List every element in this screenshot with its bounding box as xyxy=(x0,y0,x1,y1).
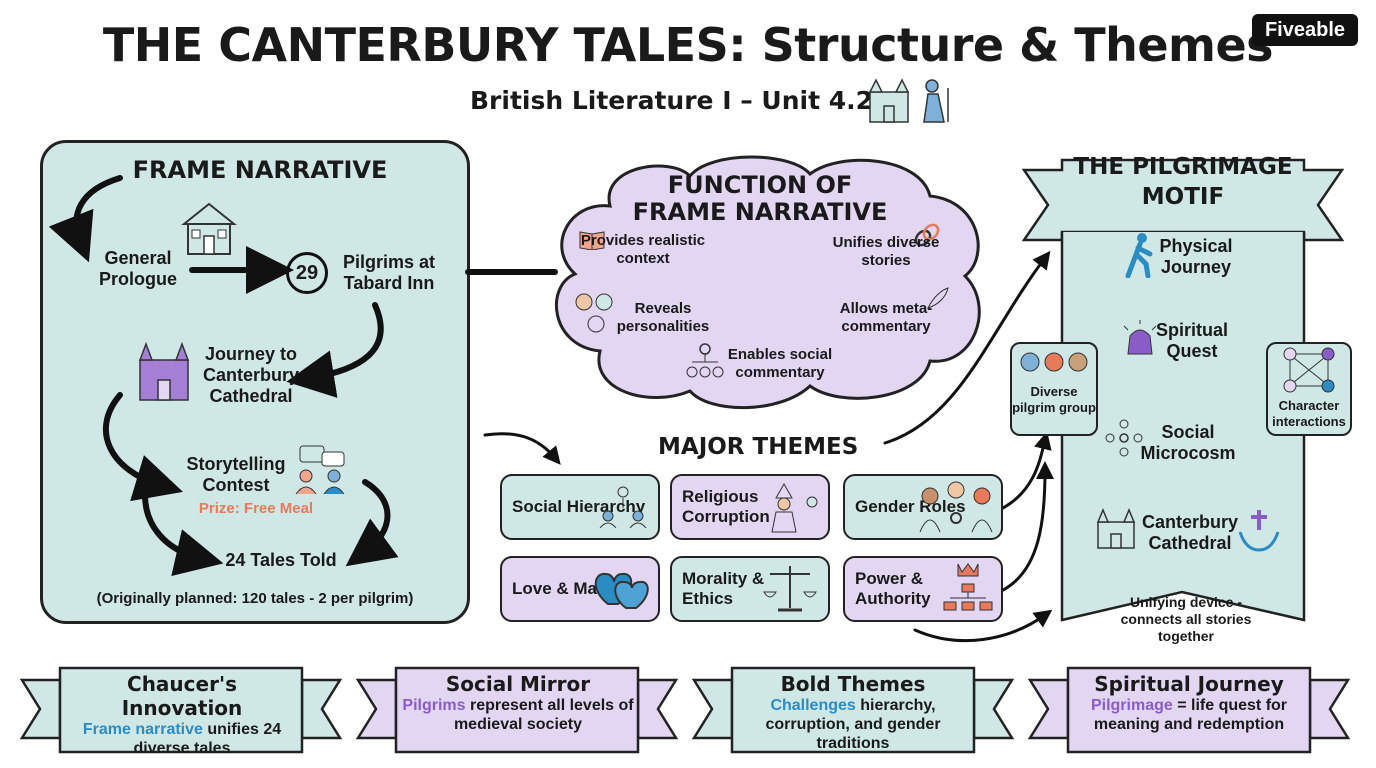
banner-innovation: Chaucer's Innovation Frame narrative uni… xyxy=(66,672,298,758)
bottom-banners xyxy=(19,666,1351,754)
function-title: FUNCTION OF FRAME NARRATIVE xyxy=(630,172,890,226)
interaction-network-icon xyxy=(1283,347,1335,393)
themes-title: MAJOR THEMES xyxy=(658,434,859,460)
banner-head: Social Mirror xyxy=(445,672,591,696)
fiveable-logo: Fiveable xyxy=(1252,14,1358,46)
character-interactions-label: Character interactions xyxy=(1272,398,1346,429)
hearts-icon xyxy=(594,572,649,609)
function-item-social: Enables social commentary xyxy=(727,346,833,381)
character-interactions-box xyxy=(1266,342,1352,436)
frame-narrative-title: FRAME NARRATIVE xyxy=(132,156,388,184)
siren-icon xyxy=(1123,320,1157,355)
crown-org-chart-icon xyxy=(943,563,993,611)
theme-label: Morality & Ethics xyxy=(682,569,765,608)
banner-body: Pilgrimage = life quest for meaning and … xyxy=(1090,697,1288,733)
page-title: THE CANTERBURY TALES: Structure & Themes xyxy=(102,18,1274,72)
theme-label: Religious Corruption xyxy=(682,487,770,526)
theme-gender-roles[interactable]: Gender Roles xyxy=(843,474,1003,540)
theme-label: Social Hierarchy xyxy=(512,497,646,516)
banner-head: Chaucer's Innovation xyxy=(121,672,243,720)
function-title-line1: FUNCTION OF xyxy=(667,171,853,199)
step-canterbury: Canterbury Cathedral xyxy=(1141,512,1239,553)
cathedral-small-icon xyxy=(1096,508,1136,549)
function-item-personalities: Reveals personalities xyxy=(616,300,710,335)
step-physical: Physical Journey xyxy=(1159,236,1233,277)
men-women-icon xyxy=(919,481,993,533)
pilgrim-count-badge: 29 xyxy=(286,252,328,294)
hierarchy-icon xyxy=(686,343,724,378)
diverse-group-label: Diverse pilgrim group xyxy=(1012,384,1096,415)
bishop-icon xyxy=(771,482,818,533)
pilgrimage-title-line2: MOTIF xyxy=(1141,184,1225,210)
people-network-icon xyxy=(599,486,647,529)
faces-icon xyxy=(575,293,613,333)
function-item-unifies: Unifies diverse stories xyxy=(832,234,940,269)
general-prologue-label: General Prologue xyxy=(98,248,177,289)
banner-spiritual-journey: Spiritual Journey Pilgrimage = life ques… xyxy=(1072,672,1306,734)
banner-social-mirror: Social Mirror Pilgrims represent all lev… xyxy=(402,672,634,734)
pilgrimage-caption: Unifying device - connects all stories t… xyxy=(1120,594,1252,644)
function-cloud xyxy=(554,155,981,410)
step-social: Social Microcosm xyxy=(1140,422,1236,463)
banner-bold-themes: Bold Themes Challenges hierarchy, corrup… xyxy=(728,672,978,753)
journey-label: Journey to Canterbury Cathedral xyxy=(202,344,300,406)
theme-morality-ethics[interactable]: Morality & Ethics xyxy=(670,556,830,622)
house-icon xyxy=(181,202,237,255)
praying-hands-cross-icon xyxy=(1238,510,1280,552)
link-icon xyxy=(914,223,940,247)
theme-label: Power & Authority xyxy=(855,569,931,608)
page-subtitle: British Literature I – Unit 4.2 xyxy=(470,86,874,115)
function-title-line2: FRAME NARRATIVE xyxy=(632,198,888,226)
walking-person-icon xyxy=(1125,233,1153,278)
banner-body: Challenges hierarchy, corruption, and ge… xyxy=(765,697,941,752)
banner-head: Spiritual Journey xyxy=(1094,672,1284,696)
book-icon xyxy=(579,231,605,250)
theme-social-hierarchy[interactable]: Social Hierarchy xyxy=(500,474,660,540)
pilgrims-label: Pilgrims at Tabard Inn xyxy=(342,252,436,293)
contest-label: Storytelling Contest xyxy=(186,454,286,495)
function-item-context: Provides realistic context xyxy=(580,232,706,267)
step-spiritual: Spiritual Quest xyxy=(1155,320,1228,361)
tales-label: 24 Tales Told xyxy=(225,550,337,570)
cathedral-icon xyxy=(138,341,190,401)
cathedral-pilgrim-icon xyxy=(868,78,949,123)
speech-bubbles-icon xyxy=(295,445,345,495)
quill-icon xyxy=(927,287,949,309)
banner-body: Pilgrims represent all levels of medieva… xyxy=(402,697,634,733)
prize-label: Prize: Free Meal xyxy=(198,500,314,517)
pilgrimage-title-line1: THE PILGRIMAGE xyxy=(1073,154,1293,180)
theme-label: Gender Roles xyxy=(855,497,966,516)
pilgrimage-title: THE PILGRIMAGE MOTIF xyxy=(1070,152,1296,212)
tales-note: (Originally planned: 120 tales - 2 per p… xyxy=(96,590,414,607)
pilgrim-faces-icon xyxy=(1020,352,1088,372)
banner-head: Bold Themes xyxy=(780,672,926,696)
banner-body: Frame narrative unifies 24 diverse tales xyxy=(82,721,282,757)
community-icon xyxy=(1105,419,1143,457)
theme-religious-corruption[interactable]: Religious Corruption xyxy=(670,474,830,540)
scales-icon xyxy=(763,566,817,612)
function-item-meta: Allows meta-commentary xyxy=(839,300,933,335)
